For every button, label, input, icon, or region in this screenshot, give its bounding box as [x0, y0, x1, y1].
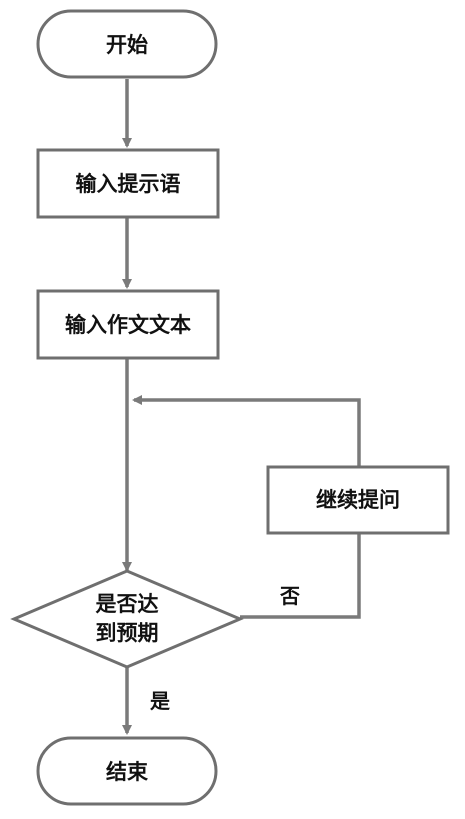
decision-diamond-shape	[10, 569, 244, 669]
input-prompt-label: 输入提示语	[76, 172, 181, 196]
edges	[122, 79, 361, 735]
decision-label-line1: 是否达	[96, 592, 159, 616]
input-prompt-process-shape	[36, 148, 220, 219]
node-input-essay: 输入作文文本	[36, 289, 220, 360]
node-input-prompt: 输入提示语	[36, 148, 220, 219]
node-continue-ask: 继续提问	[266, 465, 450, 535]
start-label: 开始	[106, 33, 148, 57]
end-terminal-shape	[36, 736, 218, 806]
edge-decision-no-to-continue-ask	[240, 534, 361, 619]
node-start: 开始	[36, 9, 218, 79]
node-decision: 是否达 到预期	[10, 569, 244, 669]
node-end: 结束	[36, 736, 218, 806]
edge-continue-ask-to-loop	[132, 395, 361, 466]
continue-ask-process-shape	[266, 465, 450, 535]
decision-label-line2: 到预期	[96, 621, 159, 645]
edge-label-no: 否	[279, 584, 300, 608]
continue-ask-label: 继续提问	[316, 488, 400, 512]
input-essay-process-shape	[36, 289, 220, 360]
start-terminal-shape	[36, 9, 218, 79]
edge-label-yes: 是	[149, 689, 170, 713]
input-essay-label: 输入作文文本	[65, 313, 191, 337]
end-label: 结束	[106, 760, 149, 784]
